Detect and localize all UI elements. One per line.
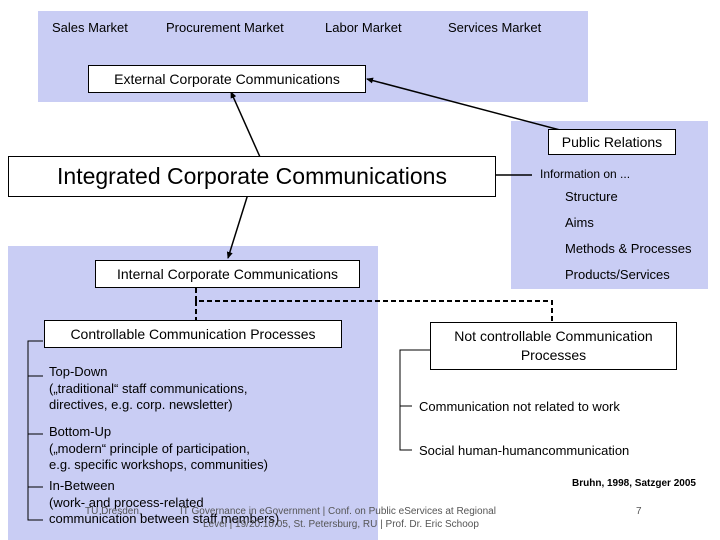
internal-communications-box: Internal Corporate Communications (95, 260, 360, 288)
pr-item-products: Products/Services (565, 267, 670, 282)
market-label-procurement: Procurement Market (166, 20, 284, 35)
pr-external-link (366, 77, 561, 131)
footer-left: TU Dresden, (85, 506, 142, 517)
controllable-processes-label: Controllable Communication Processes (70, 326, 316, 342)
controllable-processes-box: Controllable Communication Processes (44, 320, 342, 348)
pr-item-aims: Aims (565, 215, 594, 230)
citation: Bruhn, 1998, Satzger 2005 (572, 478, 696, 489)
page-number: 7 (636, 506, 642, 517)
market-label-services: Services Market (448, 20, 542, 35)
bottom-up-item: Bottom-Up („modern“ principle of partici… (49, 424, 268, 472)
external-integrated-link (230, 91, 261, 158)
external-communications-box: External Corporate Communications (88, 65, 366, 93)
controllable-bracket (27, 340, 43, 521)
footer-center: IT Governance in eGovernment | Conf. on … (180, 506, 496, 530)
integrated-internal-link (226, 193, 249, 259)
not-controllable-bracket (399, 349, 438, 451)
internal-split-link (195, 288, 553, 322)
top-down-item: Top-Down („traditional“ staff communicat… (49, 364, 248, 412)
market-label-labor: Labor Market (325, 20, 402, 35)
integrated-communications-box: Integrated Corporate Communications (8, 156, 496, 197)
public-relations-label: Public Relations (561, 134, 663, 150)
pr-item-structure: Structure (565, 189, 618, 204)
internal-communications-label: Internal Corporate Communications (117, 266, 338, 282)
not-controllable-item-social: Social human-humancommunication (419, 443, 630, 458)
pr-info-label: Information on ... (540, 167, 631, 181)
not-controllable-item-work: Communication not related to work (419, 399, 620, 414)
market-label-sales: Sales Market (52, 20, 128, 35)
in-between-item: In-Between (work- and process-related co… (49, 478, 280, 526)
integrated-communications-label: Integrated Corporate Communications (57, 163, 447, 189)
internal-communications-panel (8, 246, 378, 540)
pr-item-methods: Methods & Processes (565, 241, 692, 256)
external-communications-label: External Corporate Communications (114, 71, 340, 87)
public-relations-box: Public Relations (548, 129, 676, 155)
not-controllable-box: Not controllable Communication Processes (430, 322, 677, 370)
